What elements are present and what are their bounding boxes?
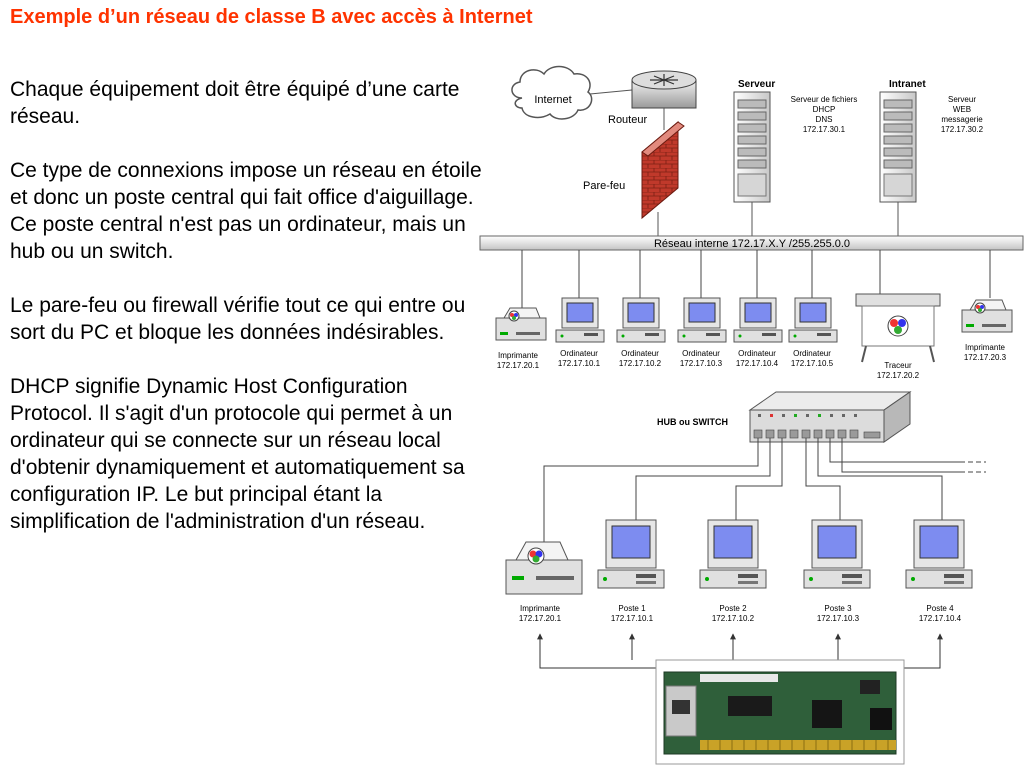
poste3-ip: 172.17.10.3 (817, 614, 860, 623)
poste4-ip: 172.17.10.4 (919, 614, 962, 623)
computer3-ip: 172.17.10.3 (680, 359, 723, 368)
hub-wiring (543, 438, 986, 548)
computer-icon (677, 297, 727, 343)
network-card-arrows (537, 633, 943, 669)
computer2-ip: 172.17.10.2 (619, 359, 662, 368)
server-desc-3: DNS (816, 115, 833, 124)
firewall-label: Pare-feu (583, 180, 625, 192)
printer-icon (505, 541, 583, 595)
printer1-name: Imprimante (498, 351, 539, 360)
router-icon (631, 70, 697, 109)
poste4-name: Poste 4 (926, 604, 954, 613)
intranet-desc-2: WEB (953, 105, 971, 114)
printer1-ip: 172.17.20.1 (497, 361, 540, 370)
server-desc-1: Serveur de fichiers (791, 95, 858, 104)
printer-icon (961, 299, 1013, 333)
network-bus: Réseau interne 172.17.X.Y /255.255.0.0 (479, 235, 1024, 251)
printer2-ip: 172.17.20.3 (964, 353, 1007, 362)
network-bus-label: Réseau interne 172.17.X.Y /255.255.0.0 (654, 238, 850, 250)
bus-drop-lines (521, 250, 991, 310)
computer5-name: Ordinateur (793, 349, 831, 358)
body-text: Chaque équipement doit être équipé d’une… (10, 76, 495, 562)
intranet-ip: 172.17.30.2 (941, 125, 984, 134)
server-desc-2: DHCP (813, 105, 836, 114)
intranet-server-icon (879, 91, 917, 203)
computer-icon (788, 297, 838, 343)
computer-icon (616, 297, 666, 343)
printer2-name: Imprimante (965, 343, 1006, 352)
network-card-image (655, 659, 905, 765)
intranet-desc-3: messagerie (941, 115, 983, 124)
paragraph-firewall: Le pare-feu ou firewall vérifie tout ce … (10, 294, 466, 344)
hub-switch-icon (748, 391, 912, 443)
computer-icon (699, 519, 767, 589)
computer-icon (555, 297, 605, 343)
poste1-name: Poste 1 (618, 604, 646, 613)
computer2-name: Ordinateur (621, 349, 659, 358)
internet-cloud: Internet (511, 65, 593, 120)
intranet-desc-1: Serveur (948, 95, 976, 104)
paragraph-network-card: Chaque équipement doit être équipé d’une… (10, 78, 460, 128)
computer-icon (597, 519, 665, 589)
paragraph-dhcp: DHCP signifie Dynamic Host Configuration… (10, 375, 465, 533)
server-title: Serveur (738, 79, 775, 90)
server-icon (733, 91, 771, 203)
server-ip: 172.17.30.1 (803, 125, 846, 134)
poste2-ip: 172.17.10.2 (712, 614, 755, 623)
poste3-name: Poste 3 (824, 604, 852, 613)
firewall-icon (641, 120, 685, 220)
plotter-name: Traceur (884, 361, 912, 370)
page-title: Exemple d’un réseau de classe B avec acc… (10, 6, 533, 28)
computer5-ip: 172.17.10.5 (791, 359, 834, 368)
computer-icon (905, 519, 973, 589)
computer3-name: Ordinateur (682, 349, 720, 358)
poste1-ip: 172.17.10.1 (611, 614, 654, 623)
printer3-name: Imprimante (520, 604, 561, 613)
computer-icon (733, 297, 783, 343)
computer4-name: Ordinateur (738, 349, 776, 358)
internet-router-link (589, 89, 633, 95)
paragraph-star-network: Ce type de connexions impose un réseau e… (10, 159, 482, 263)
intranet-title: Intranet (889, 79, 926, 90)
printer3-ip: 172.17.20.1 (519, 614, 562, 623)
computer-icon (803, 519, 871, 589)
computer4-ip: 172.17.10.4 (736, 359, 779, 368)
plotter-icon (855, 293, 941, 363)
poste2-name: Poste 2 (719, 604, 747, 613)
internet-label: Internet (534, 94, 571, 106)
computer1-ip: 172.17.10.1 (558, 359, 601, 368)
plotter-ip: 172.17.20.2 (877, 371, 920, 380)
hub-label: HUB ou SWITCH (657, 417, 728, 427)
computer1-name: Ordinateur (560, 349, 598, 358)
printer-icon (495, 307, 547, 341)
router-label: Routeur (608, 114, 647, 126)
